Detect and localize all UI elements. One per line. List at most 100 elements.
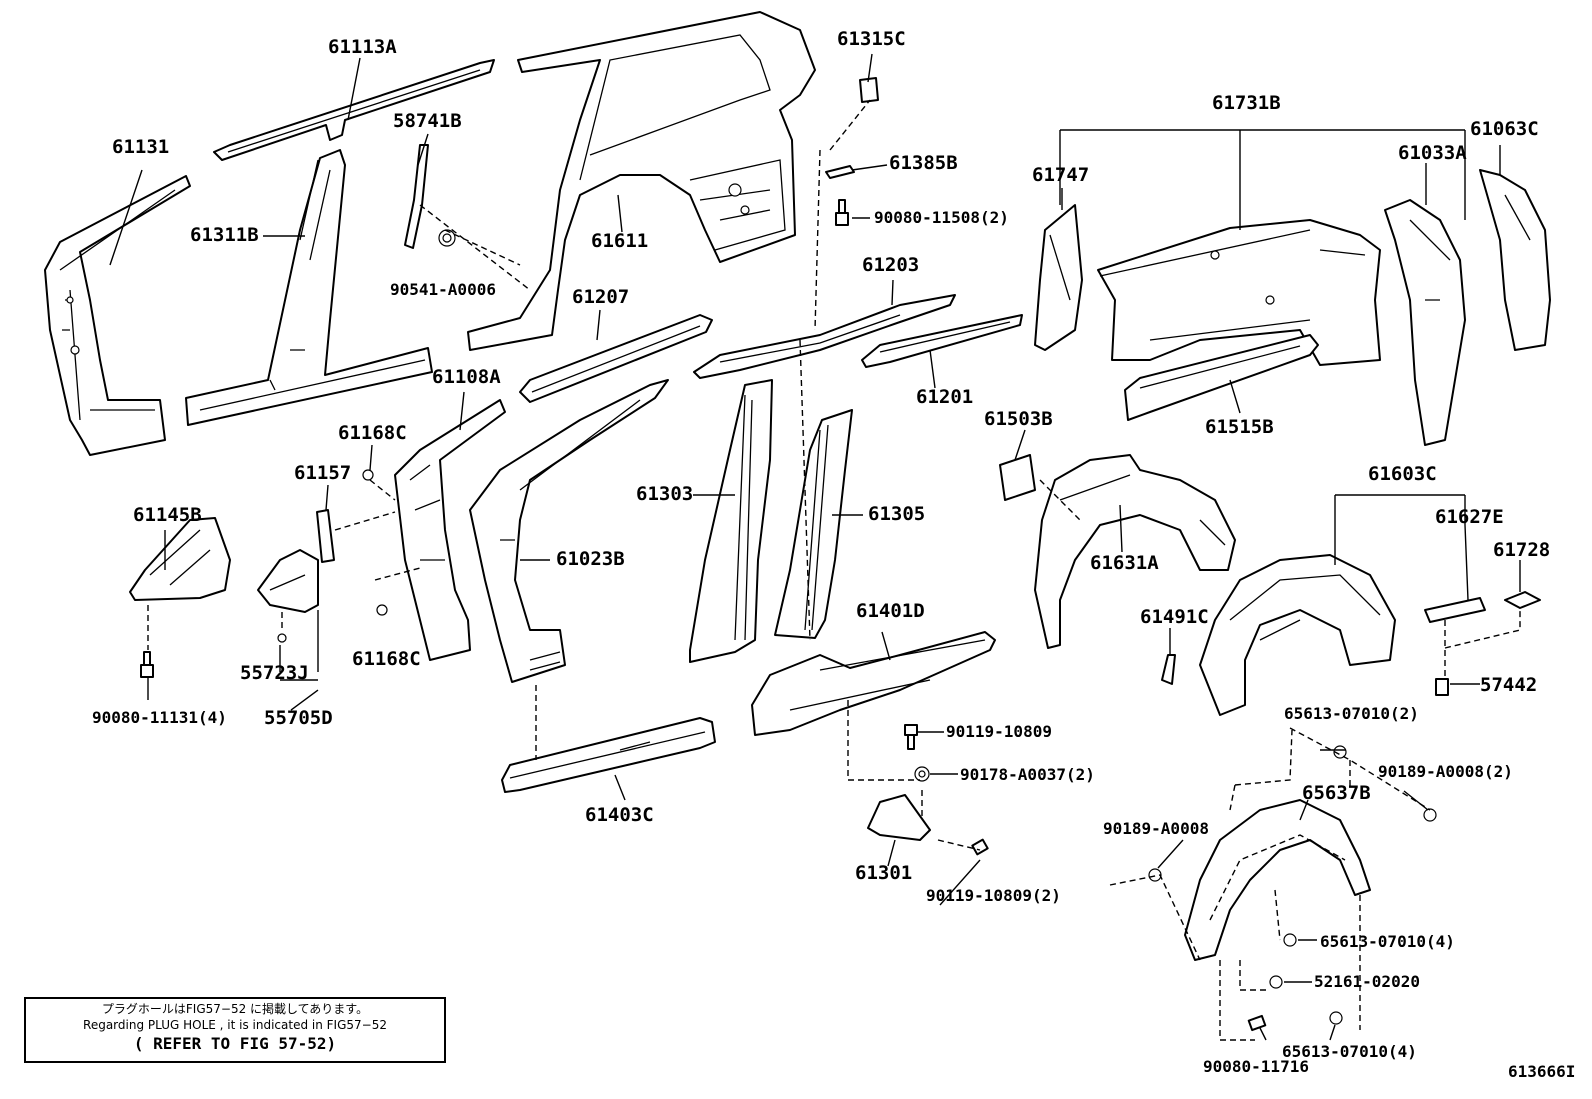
label-61631A: 61631A <box>1090 552 1159 574</box>
label-61131: 61131 <box>112 136 170 158</box>
label-52161-02020: 52161-02020 <box>1314 972 1420 991</box>
label-65613-07010-2: 65613-07010(2) <box>1284 704 1419 723</box>
label-90541-A0006: 90541-A0006 <box>390 280 496 299</box>
part-61063C <box>1479 169 1551 351</box>
part-61747 <box>1034 204 1083 351</box>
label-61168C-bottom: 61168C <box>352 648 421 670</box>
label-61063C: 61063C <box>1470 118 1539 140</box>
label-61515B: 61515B <box>1205 416 1274 438</box>
part-61301 <box>867 794 931 841</box>
label-61731B: 61731B <box>1212 92 1281 114</box>
label-61301: 61301 <box>855 862 913 884</box>
part-90080-11508 <box>835 199 849 226</box>
note-line-english: Regarding PLUG HOLE , it is indicated in… <box>83 1018 387 1032</box>
part-61731B <box>1097 219 1381 366</box>
part-61157 <box>316 509 335 563</box>
label-65613-07010-4a: 65613-07010(4) <box>1320 932 1455 951</box>
plug-hole-note: プラグホールはFIG57−52 に掲載してあります。 Regarding PLU… <box>24 997 446 1063</box>
part-61305 <box>774 409 853 639</box>
label-61113A: 61113A <box>328 36 397 58</box>
part-61515B <box>1124 334 1319 421</box>
part-90119-10809 <box>904 724 918 750</box>
part-61203 <box>693 294 956 379</box>
part-90080-11716 <box>1247 1014 1267 1032</box>
part-61611 <box>467 11 816 351</box>
label-55705D: 55705D <box>264 707 333 729</box>
part-61201 <box>861 314 1023 368</box>
figure-id: 613666I <box>1508 1062 1576 1081</box>
label-90080-11716: 90080-11716 <box>1203 1057 1309 1076</box>
label-65637B: 65637B <box>1302 782 1371 804</box>
note-line-japanese: プラグホールはFIG57−52 に掲載してあります。 <box>101 1002 369 1016</box>
part-61131 <box>44 175 191 456</box>
label-61627E: 61627E <box>1435 506 1504 528</box>
part-61401D <box>751 631 996 736</box>
label-65613-07010-4b: 65613-07010(4) <box>1282 1042 1417 1061</box>
part-55723J <box>277 633 287 643</box>
part-61207 <box>519 314 713 403</box>
part-65613-b <box>1283 933 1297 947</box>
label-61203: 61203 <box>862 254 920 276</box>
label-61403C: 61403C <box>585 804 654 826</box>
label-61728: 61728 <box>1493 539 1551 561</box>
label-90080-11131: 90080-11131(4) <box>92 708 227 727</box>
label-61491C: 61491C <box>1140 606 1209 628</box>
part-61033A <box>1384 199 1466 446</box>
label-90178-A0037: 90178-A0037(2) <box>960 765 1095 784</box>
part-61303 <box>689 379 773 663</box>
label-61145B: 61145B <box>133 504 202 526</box>
leader-lines <box>109 53 1521 1041</box>
label-58741B: 58741B <box>393 110 462 132</box>
part-61108A <box>394 399 506 661</box>
part-61385B <box>825 165 855 179</box>
label-61315C: 61315C <box>837 28 906 50</box>
part-90189-a8 <box>1148 868 1162 882</box>
label-61168C-top: 61168C <box>338 422 407 444</box>
label-90189-A0008-2: 90189-A0008(2) <box>1378 762 1513 781</box>
label-61401D: 61401D <box>856 600 925 622</box>
label-61207: 61207 <box>572 286 630 308</box>
part-61315C <box>859 77 879 103</box>
label-90119-10809-2: 90119-10809(2) <box>926 886 1061 905</box>
part-61728 <box>1504 591 1541 609</box>
label-90119-10809: 90119-10809 <box>946 722 1052 741</box>
label-61033A: 61033A <box>1398 142 1467 164</box>
label-55723J: 55723J <box>240 662 309 684</box>
label-57442: 57442 <box>1480 674 1538 696</box>
part-61023B <box>469 379 669 683</box>
part-52161 <box>1269 975 1283 989</box>
part-55705D <box>257 549 319 613</box>
part-61311B <box>185 149 433 426</box>
part-90189-a8-2 <box>1423 808 1437 822</box>
label-61503B: 61503B <box>984 408 1053 430</box>
part-61491C <box>1161 654 1176 685</box>
part-65613-c <box>1329 1011 1343 1025</box>
label-61157: 61157 <box>294 462 352 484</box>
label-61305: 61305 <box>868 503 926 525</box>
part-90080-11131 <box>140 651 154 678</box>
part-61603C <box>1199 554 1396 716</box>
part-61168C-bottom <box>376 604 388 616</box>
label-61611: 61611 <box>591 230 649 252</box>
part-61168C-top <box>362 469 374 481</box>
part-90541 <box>438 229 456 247</box>
part-61503B <box>999 454 1036 501</box>
label-61023B: 61023B <box>556 548 625 570</box>
label-61201: 61201 <box>916 386 974 408</box>
part-61627E <box>1424 597 1486 623</box>
label-61108A: 61108A <box>432 366 501 388</box>
part-61113A <box>213 59 495 161</box>
label-61747: 61747 <box>1032 164 1090 186</box>
part-90119-10809-2 <box>971 838 989 856</box>
part-58741B <box>404 144 429 249</box>
label-61303: 61303 <box>636 483 694 505</box>
part-61403C <box>501 717 716 793</box>
note-refer-fig: ( REFER TO FIG 57-52) <box>133 1034 337 1053</box>
part-61145B <box>129 517 231 601</box>
label-61603C: 61603C <box>1368 463 1437 485</box>
part-61631A <box>1034 454 1236 649</box>
part-90178 <box>914 766 930 782</box>
label-90189-A0008: 90189-A0008 <box>1103 819 1209 838</box>
label-61311B: 61311B <box>190 224 259 246</box>
